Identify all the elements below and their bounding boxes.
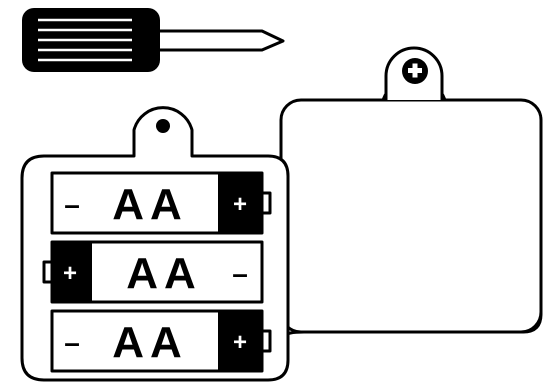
screwdriver-icon [22, 8, 285, 72]
battery-holder: – + AA + – AA – + AA [20, 106, 290, 382]
battery-label: AA [112, 180, 188, 229]
battery-1: – + AA [50, 171, 272, 235]
positive-terminal [218, 173, 262, 233]
battery-label: AA [126, 249, 202, 298]
positive-sign: + [63, 260, 77, 287]
screw-icon [402, 58, 428, 84]
battery-label: AA [112, 318, 188, 367]
negative-sign: – [64, 189, 80, 220]
positive-terminal [52, 242, 92, 302]
mounting-hole-icon [156, 119, 170, 133]
positive-sign: + [233, 329, 247, 356]
positive-sign: + [233, 191, 247, 218]
negative-sign: – [232, 258, 248, 289]
battery-cover [279, 46, 543, 338]
negative-sign: – [64, 327, 80, 358]
battery-3: – + AA [50, 309, 272, 373]
positive-terminal [218, 311, 262, 371]
battery-2: + – AA [42, 240, 264, 304]
